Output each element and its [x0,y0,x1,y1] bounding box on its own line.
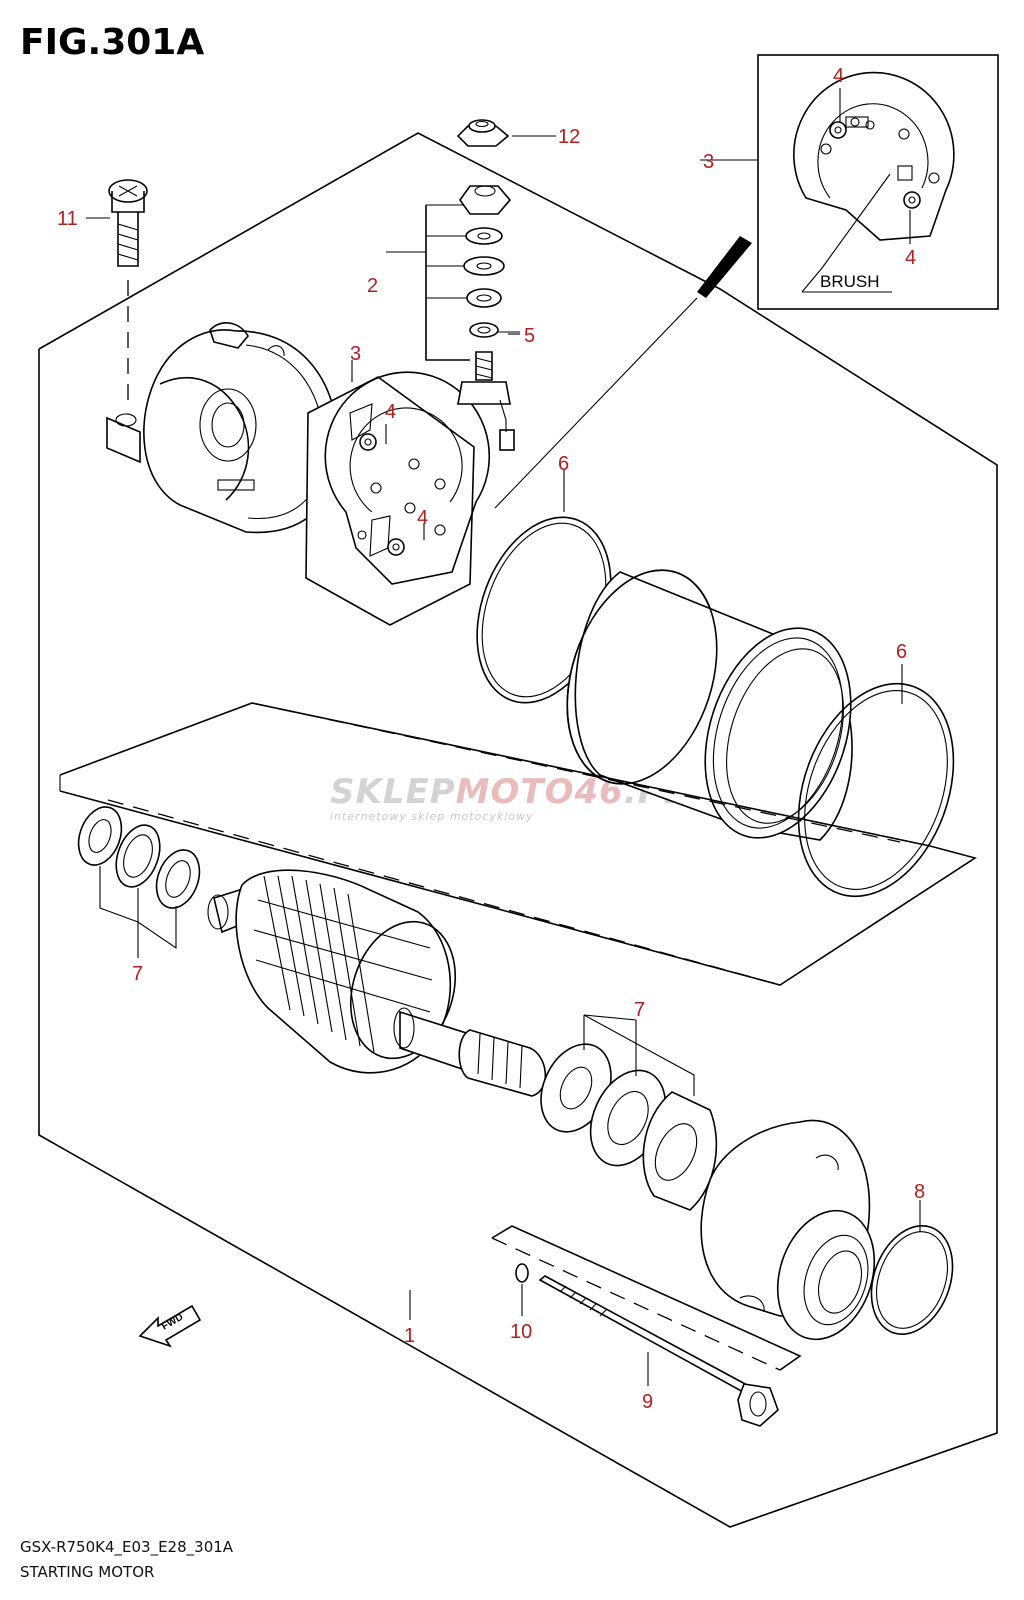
callout-10: 10 [510,1321,532,1343]
motor-yoke [566,569,853,841]
callout-4-b: 4 [417,507,428,529]
frame-outline [38,132,998,1528]
bolt-outline [491,1225,802,1371]
brush-holder-inset [793,71,955,293]
rear-end-cover [106,322,339,534]
model-code: GSX-R750K4_E03_E28_301A [20,1538,234,1556]
figure-title: FIG.301A [20,22,205,63]
callout-3-inset: 3 [703,151,714,173]
callout-4-a: 4 [385,401,396,423]
inset-pointer-arrow [697,236,752,298]
screw-11 [108,179,148,400]
callout-4-inset-top: 4 [833,65,844,87]
callout-5: 5 [524,325,535,347]
armature-outline-upper [59,702,977,986]
o-ring-6-rear [797,682,955,898]
spring-left-icon [359,433,377,451]
brush-leader [821,173,891,269]
brush-spring-icon [829,121,847,139]
o-ring-10 [515,1263,529,1283]
fwd-arrow-icon [138,1304,202,1348]
o-ring-8 [870,1224,954,1336]
callout-9: 9 [642,1391,653,1413]
callout-1: 1 [404,1325,415,1347]
armature [207,869,547,1097]
through-bolt-9 [538,1275,779,1427]
callout-11: 11 [57,208,78,230]
callout-8: 8 [914,1181,925,1203]
callout-6-a: 6 [558,453,569,475]
callout-2: 2 [367,275,378,297]
inset-frame [757,54,999,310]
washers-7-right [540,1014,718,1211]
nut-12 [456,119,556,147]
brush-holder-plate [305,371,491,626]
front-bracket [700,1119,876,1341]
washers-7-left [77,806,201,958]
terminal-stack [386,185,520,451]
watermark-brand-a: SKLEP [330,772,456,812]
callout-7-a: 7 [132,963,143,985]
inset-brush-label: BRUSH [820,272,880,291]
figure-name: STARTING MOTOR [20,1563,155,1581]
callout-4-inset-bottom: 4 [905,247,916,269]
callout-7-b: 7 [634,999,645,1021]
inset-pointer-line [494,297,698,509]
callout-3-left: 3 [350,343,361,365]
watermark-tagline: internetowy sklep motocyklowy [330,810,534,823]
watermark-brand-b: MOTO46 [455,772,624,812]
callout-6-b: 6 [896,641,907,663]
callout-12: 12 [558,126,580,148]
